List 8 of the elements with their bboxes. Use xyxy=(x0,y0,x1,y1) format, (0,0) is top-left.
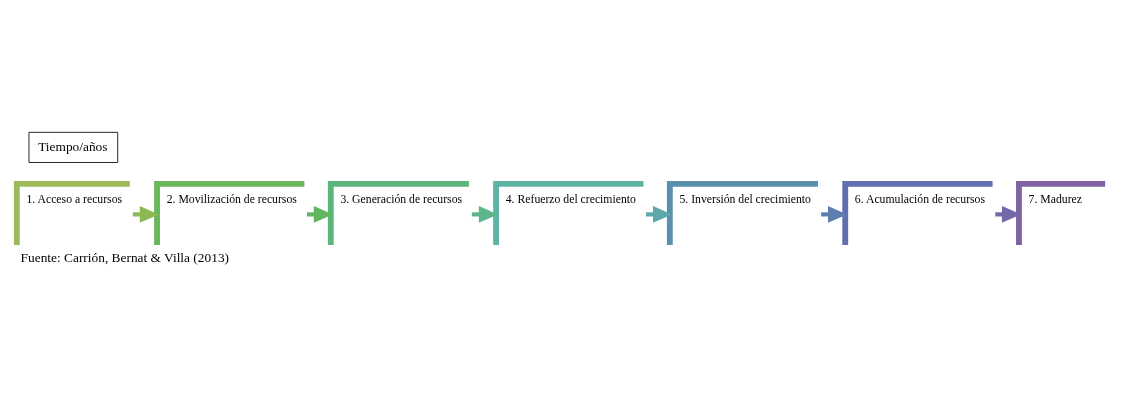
node-text: 6. Acumulación de recursos xyxy=(854,192,986,206)
node-text: 3. Generación de recursos xyxy=(340,192,463,206)
caption: Fuente: Carrión, Bernat & Villa (2013) xyxy=(20,249,230,265)
node-text: 7. Madurez xyxy=(1028,192,1082,206)
node-text: 4. Refuerzo del crecimiento xyxy=(505,192,636,206)
node-text: 1. Acceso a recursos xyxy=(26,192,123,206)
node-text: 2. Movilización de recursos xyxy=(166,192,297,206)
node-text: 5. Inversión del crecimiento xyxy=(679,192,811,206)
